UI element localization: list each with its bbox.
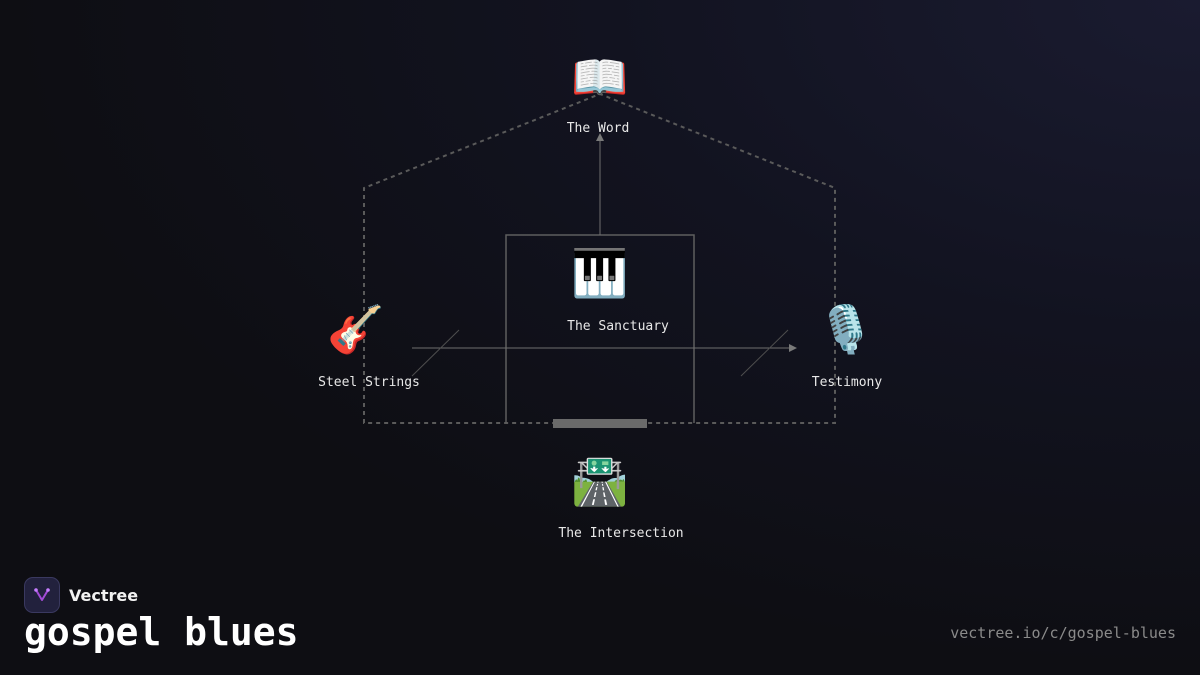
- page-title: gospel blues: [24, 610, 299, 654]
- node-label-the-intersection: The Intersection: [558, 526, 684, 541]
- node-label-the-sanctuary: The Sanctuary: [567, 319, 669, 334]
- page-url[interactable]: vectree.io/c/gospel-blues: [950, 624, 1176, 642]
- accent-line-right: [740, 329, 789, 377]
- accent-line-left: [411, 329, 460, 377]
- node-label-the-word: The Word: [566, 121, 630, 136]
- node-label-testimony: Testimony: [811, 375, 883, 390]
- brand[interactable]: Vectree: [24, 577, 138, 613]
- piano-keys-icon[interactable]: 🎹: [571, 246, 629, 300]
- brand-name: Vectree: [69, 585, 139, 605]
- highway-icon[interactable]: 🛣️: [571, 454, 629, 508]
- vectree-logo-icon: [24, 577, 60, 613]
- microphone-icon[interactable]: 🎙️: [817, 302, 875, 356]
- guitar-icon[interactable]: 🎸: [327, 302, 385, 356]
- house-outline: [363, 92, 836, 424]
- node-label-steel-strings: Steel Strings: [318, 375, 420, 390]
- door: [553, 419, 647, 428]
- open-book-icon[interactable]: 📖: [571, 50, 629, 104]
